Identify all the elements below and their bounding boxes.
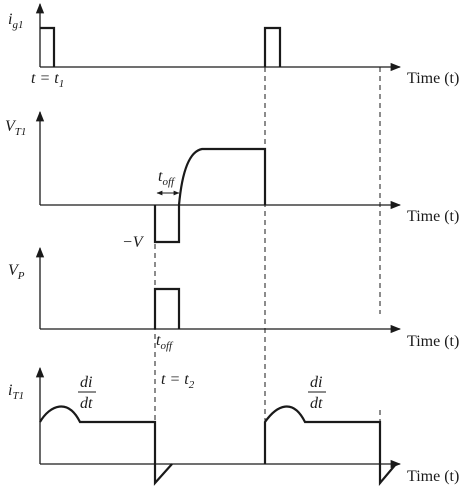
vt1-ylabel: VT1 [5, 118, 26, 138]
panel-ig1: ig1 Time (t) t = t1 [8, 2, 459, 90]
ig1-pulse-2 [263, 26, 282, 67]
vt1-time-label: Time (t) [407, 208, 459, 225]
vp-ylabel: VP [8, 262, 25, 282]
svg-text:di: di [80, 374, 92, 391]
ig1-t1-label: t = t1 [31, 70, 64, 90]
panel-it1: iT1 Time (t) t = t2 di dt di dt [8, 366, 459, 486]
it1-waveform-1 [39, 405, 173, 486]
vp-time-label: Time (t) [407, 333, 459, 350]
it1-didt-label-2: di dt [308, 374, 326, 412]
vt1-toff-label: toff [158, 168, 176, 188]
svg-text:dt: dt [80, 395, 93, 412]
vp-pulse [153, 287, 181, 329]
it1-waveform-2 [263, 405, 397, 486]
svg-text:dt: dt [310, 395, 323, 412]
svg-text:di: di [310, 374, 322, 391]
vt1-waveform [153, 147, 267, 244]
it1-t2-label: t = t2 [161, 371, 195, 391]
ig1-ylabel: ig1 [8, 11, 23, 31]
it1-ylabel: iT1 [8, 382, 24, 402]
it1-didt-label-1: di dt [78, 374, 96, 412]
panel-vp: VP Time (t) toff [8, 246, 459, 352]
dashed-guides [154, 67, 381, 464]
vp-toff-label: toff [156, 332, 174, 352]
ig1-time-label: Time (t) [407, 70, 459, 87]
vt1-neg-v-label: −V [122, 234, 145, 251]
ig1-pulse-1 [40, 26, 56, 67]
panel-vt1: VT1 Time (t) toff −V [5, 110, 459, 251]
it1-time-label: Time (t) [407, 468, 459, 485]
